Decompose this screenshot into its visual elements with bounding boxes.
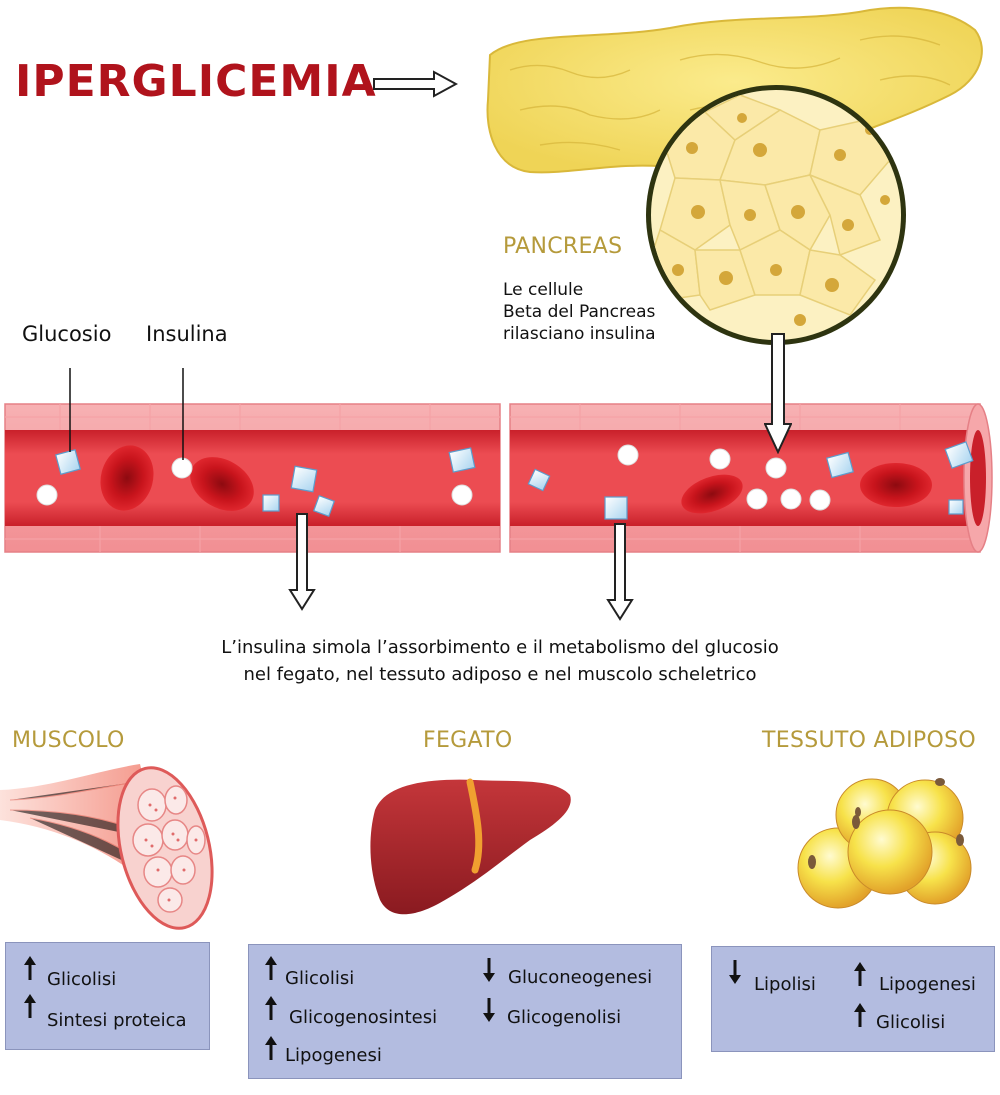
arrow-down-icon [729, 960, 741, 984]
arrow-up-icon [24, 994, 36, 1018]
adipose-effect-1: Lipolisi [754, 974, 816, 995]
arrow-up-icon [265, 956, 277, 980]
arrow-up-icon [854, 962, 866, 986]
liver-illustration [370, 778, 571, 915]
adipose-heading: TESSUTO ADIPOSO [762, 728, 976, 753]
muscle-illustration [0, 764, 214, 930]
arrow-up-icon [265, 996, 277, 1020]
red-blood-cell-icon [100, 445, 932, 514]
insulin-label: Insulina [146, 322, 228, 346]
liver-heading: FEGATO [423, 728, 513, 753]
pancreas-line-2: Beta del Pancreas [503, 302, 656, 322]
liver-effect-3: Lipogenesi [285, 1045, 382, 1066]
liver-effect-2: Glicogenosintesi [289, 1007, 438, 1028]
adipose-illustration [797, 778, 972, 909]
arrow-right-icon [373, 70, 458, 98]
insulin-dot-icon [36, 444, 831, 511]
muscle-effect-2: Sintesi proteica [47, 1010, 187, 1031]
glucose-label: Glucosio [22, 322, 112, 346]
blood-vessel-illustration [4, 403, 993, 553]
caption: L’insulina simola l’assorbimento e il me… [120, 634, 880, 688]
adipose-effects-box: Lipolisi Lipogenesi Glicolisi [711, 946, 995, 1052]
liver-effect-5: Glicogenolisi [507, 1007, 622, 1028]
arrow-up-icon [854, 1003, 866, 1027]
pancreas-heading: PANCREAS [503, 234, 623, 259]
liver-effect-4: Gluconeogenesi [508, 967, 653, 988]
arrow-up-icon [265, 1036, 277, 1060]
caption-line-2: nel fegato, nel tessuto adiposo e nel mu… [243, 664, 757, 685]
caption-line-1: L’insulina simola l’assorbimento e il me… [221, 637, 779, 658]
glucose-cube-icon [55, 441, 974, 520]
arrow-down-icon [606, 523, 634, 621]
pancreas-description: Le cellule Beta del Pancreas rilasciano … [503, 279, 656, 345]
muscle-effect-1: Glicolisi [47, 969, 117, 990]
liver-effects-box: Glicolisi Glicogenosintesi Lipogenesi Gl… [248, 944, 682, 1079]
liver-effect-1: Glicolisi [285, 968, 355, 989]
arrow-down-icon [288, 513, 316, 611]
arrow-down-icon [483, 958, 495, 982]
muscle-effects-box: Glicolisi Sintesi proteica [5, 942, 210, 1050]
page-title: IPERGLICEMIA [15, 56, 377, 107]
adipose-effect-3: Glicolisi [876, 1012, 946, 1033]
muscle-heading: MUSCOLO [12, 728, 125, 753]
arrow-up-icon [24, 956, 36, 980]
adipose-effect-2: Lipogenesi [879, 974, 976, 995]
pancreas-line-1: Le cellule [503, 280, 584, 300]
label-leader-lines [69, 368, 184, 460]
arrow-down-icon [764, 333, 792, 454]
arrow-down-icon [483, 998, 495, 1022]
pancreas-line-3: rilasciano insulina [503, 324, 656, 344]
pancreas-illustration [486, 6, 983, 345]
